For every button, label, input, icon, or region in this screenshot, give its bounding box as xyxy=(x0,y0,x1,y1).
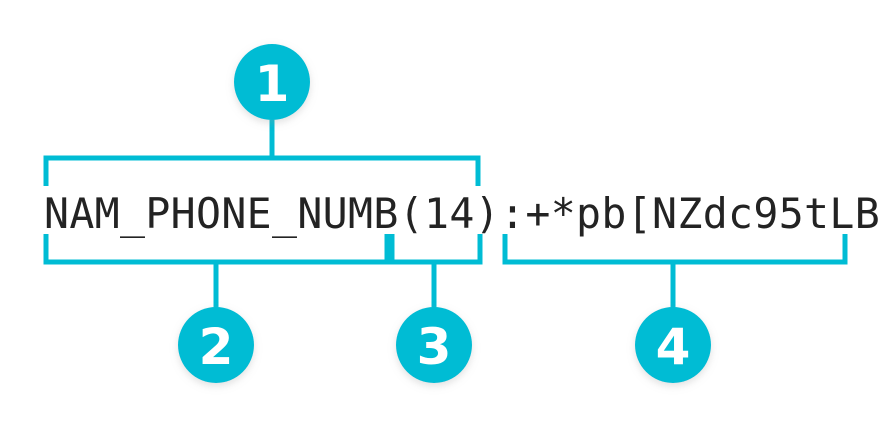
annotation-group-4: 4 xyxy=(502,234,848,383)
marker-label-4: 4 xyxy=(656,318,691,376)
marker-circle-2[interactable] xyxy=(178,307,254,383)
marker-label-2: 2 xyxy=(199,318,234,376)
marker-circle-1[interactable] xyxy=(234,44,310,120)
marker-circle-3[interactable] xyxy=(396,307,472,383)
marker-label-1: 1 xyxy=(255,55,290,113)
marker-circle-4[interactable] xyxy=(635,307,711,383)
annotation-group-3: 3 xyxy=(389,234,483,383)
code-string: NAM_PHONE_NUMB(14):+*pb[NZdc95tLB xyxy=(44,189,881,238)
annotation-group-1: 1 xyxy=(43,44,481,186)
annotation-group-2: 2 xyxy=(43,234,390,383)
bracket-1 xyxy=(43,155,481,186)
marker-label-3: 3 xyxy=(417,318,452,376)
